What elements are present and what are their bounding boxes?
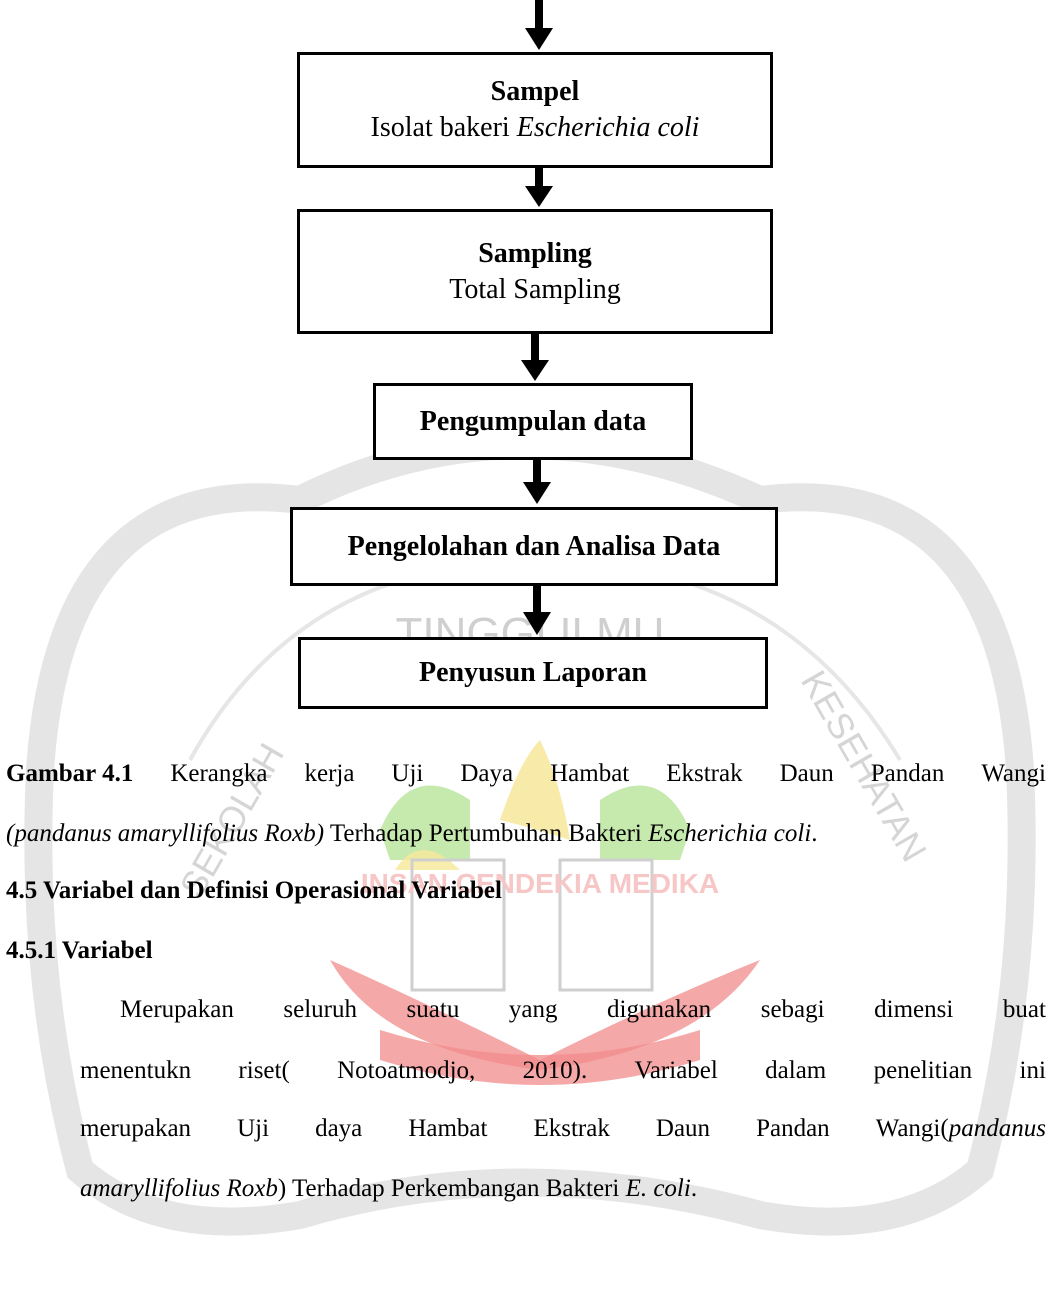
caption-word: Kerangka <box>170 760 268 787</box>
paragraph-word: seluruh <box>283 996 357 1023</box>
flow-box-title: Pengumpulan data <box>419 405 647 437</box>
subsection-heading: 4.5.1 Variabel <box>6 937 153 964</box>
caption-word: kerja <box>304 760 355 787</box>
paragraph-word: sebagi <box>760 996 825 1023</box>
flow-box-subtitle: Total Sampling <box>449 273 621 305</box>
subtitle-text: Isolat bakeri <box>370 112 517 143</box>
paragraph-word: Notoatmodjo, <box>337 1057 476 1084</box>
arrow-into-sampel <box>525 0 553 50</box>
subtitle-italic-text: Escherichia coli <box>516 112 700 143</box>
caption-italic: (pandanus amaryllifolius Roxb) <box>6 820 325 847</box>
paragraph-word: Pandan <box>756 1115 830 1142</box>
caption-word: Uji <box>391 760 424 787</box>
paragraph-word: Hambat <box>408 1115 488 1142</box>
figure-caption-line-2: (pandanus amaryllifolius Roxb) Terhadap … <box>6 819 818 849</box>
paragraph-line-2: menentukn riset( Notoatmodjo, 2010). Var… <box>80 1056 1046 1086</box>
figure-label: Gambar 4.1 <box>6 760 134 787</box>
paragraph-word: riset( <box>238 1057 290 1084</box>
flow-box-title: Pengelolahan dan Analisa Data <box>347 530 721 562</box>
paragraph-word: penelitian <box>873 1057 973 1084</box>
flow-box-title: Sampel <box>490 76 580 107</box>
paragraph-line-3: merupakan Uji daya Hambat Ekstrak Daun P… <box>80 1114 1046 1144</box>
caption-italic: Escherichia coli <box>648 820 812 847</box>
paragraph-word: daya <box>315 1115 363 1142</box>
caption-text: Terhadap Pertumbuhan Bakteri <box>324 820 649 847</box>
arrow-sampling-to-pengumpulan <box>521 334 549 381</box>
paragraph-word: suatu <box>406 996 460 1023</box>
paragraph-line-1: Merupakan seluruh suatu yang digunakan s… <box>120 995 1046 1025</box>
caption-word: Daun <box>779 760 834 787</box>
figure-caption-line-1: Gambar 4.1 Kerangka kerja Uji Daya Hamba… <box>6 759 1046 789</box>
caption-word: Pandan <box>870 760 945 787</box>
flow-box-subtitle: Isolat bakeri Escherichia coli <box>371 110 700 146</box>
flow-box-title: Sampling <box>478 237 592 269</box>
paragraph-text: . <box>690 1175 698 1202</box>
paragraph-word: Ekstrak <box>533 1115 610 1142</box>
paragraph-word: menentukn <box>80 1057 192 1084</box>
arrow-sampel-to-sampling <box>525 168 553 207</box>
flow-box-penyusun: Penyusun Laporan <box>298 637 768 709</box>
paragraph-text: ) Terhadap Perkembangan Bakteri <box>277 1175 626 1202</box>
caption-word: Wangi <box>981 760 1046 787</box>
paragraph-word: merupakan <box>80 1115 192 1142</box>
paragraph-word: Merupakan <box>120 996 234 1023</box>
paragraph-line-4: amaryllifolius Roxb) Terhadap Perkembang… <box>80 1174 697 1204</box>
flow-box-pengelolahan: Pengelolahan dan Analisa Data <box>290 507 778 586</box>
paragraph-word: 2010). <box>522 1057 588 1084</box>
caption-word: Ekstrak <box>666 760 743 787</box>
flow-box-sampling: Sampling Total Sampling <box>297 209 773 334</box>
paragraph-word: Wangi(pandanus <box>876 1114 1046 1144</box>
flow-box-pengumpulan: Pengumpulan data <box>373 383 693 460</box>
flow-box-sampel: Sampel Isolat bakeri Escherichia coli <box>297 52 773 168</box>
paragraph-italic: amaryllifolius Roxb <box>80 1175 278 1202</box>
paragraph-word: dimensi <box>874 996 954 1023</box>
caption-word: Hambat <box>550 760 630 787</box>
section-heading: 4.5 Variabel dan Definisi Operasional Va… <box>6 877 502 904</box>
arrow-pengumpulan-to-pengelolahan <box>523 460 551 504</box>
flow-box-title: Penyusun Laporan <box>419 657 647 688</box>
arrow-pengelolahan-to-penyusun <box>523 586 551 635</box>
paragraph-word: Uji <box>237 1115 270 1142</box>
paragraph-word: ini <box>1019 1057 1046 1084</box>
caption-word: Daya <box>460 760 514 787</box>
paragraph-word: yang <box>508 996 558 1023</box>
paragraph-word: digunakan <box>607 996 712 1023</box>
paragraph-text: Wangi( <box>875 1115 949 1142</box>
paragraph-word: dalam <box>765 1057 827 1084</box>
paragraph-word: Variabel <box>634 1057 718 1084</box>
caption-text: . <box>811 820 818 847</box>
paragraph-word: buat <box>1002 996 1046 1023</box>
paragraph-word: Daun <box>655 1115 711 1142</box>
paragraph-italic: pandanus <box>948 1115 1046 1142</box>
paragraph-italic: E. coli <box>625 1175 691 1202</box>
